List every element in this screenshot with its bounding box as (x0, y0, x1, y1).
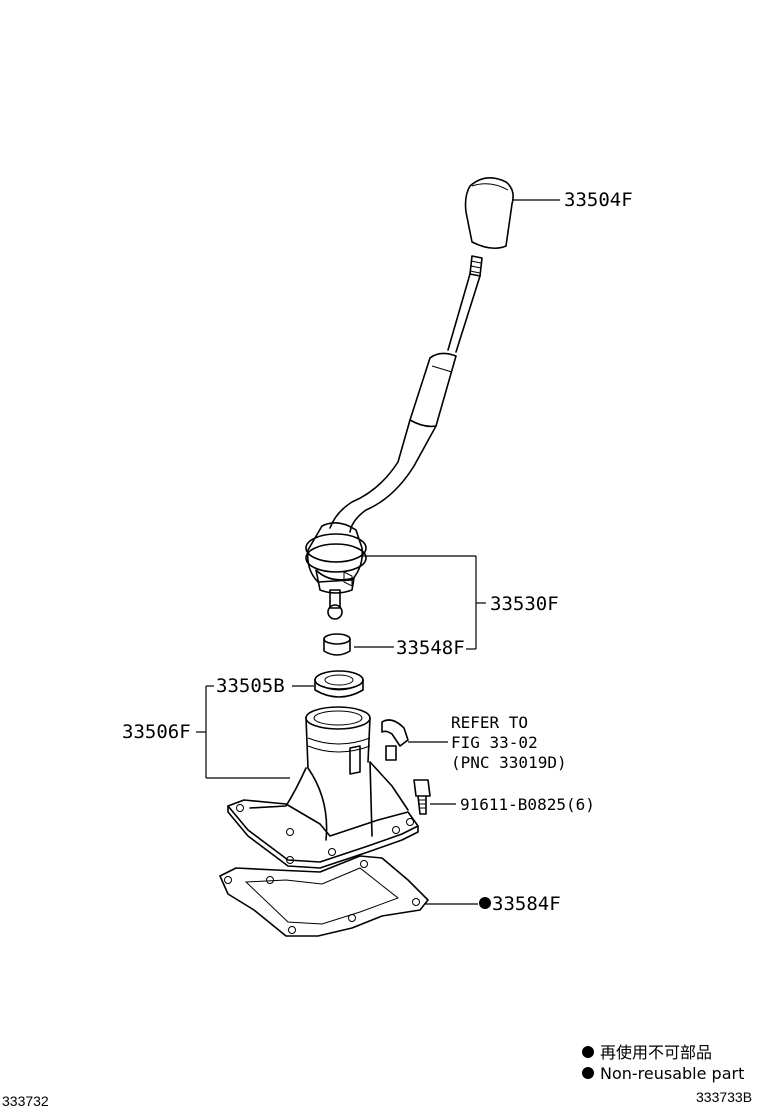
reference-line-3: (PNC 33019D) (451, 753, 567, 772)
part-label-bushing: 33548F (396, 637, 465, 659)
bolt (413, 779, 431, 815)
legend: 再使用不可部品 Non-reusable part (582, 1043, 744, 1083)
breather-fitting (381, 719, 409, 761)
lever-ball-assembly (305, 522, 367, 620)
gasket (219, 855, 429, 937)
reference-line-2: FIG 33-02 (451, 733, 538, 752)
part-label-boot-retainer: 33505B (216, 675, 285, 697)
boot-retainer (314, 670, 364, 698)
shift-lever-rod (329, 255, 483, 533)
shift-housing (227, 706, 419, 869)
bushing (323, 633, 351, 656)
part-label-knob: 33504F (564, 189, 633, 211)
reference-line-1: REFER TO (451, 713, 528, 732)
part-label-lever-assy: 33530F (490, 593, 559, 615)
part-label-housing: 33506F (122, 721, 191, 743)
illustration-id-left: 333732 (2, 1093, 49, 1109)
non-reusable-dot (479, 897, 491, 909)
part-label-bolt: 91611-B0825(6) (460, 795, 595, 814)
legend-jp: 再使用不可部品 (600, 1043, 712, 1062)
legend-dot-en (582, 1067, 594, 1079)
shift-knob (464, 177, 514, 250)
legend-en: Non-reusable part (600, 1064, 744, 1083)
part-label-gasket: 33584F (492, 893, 561, 915)
legend-dot-jp (582, 1046, 594, 1058)
illustration-id-right: 333733B (696, 1089, 752, 1105)
leader-lines (196, 199, 560, 905)
